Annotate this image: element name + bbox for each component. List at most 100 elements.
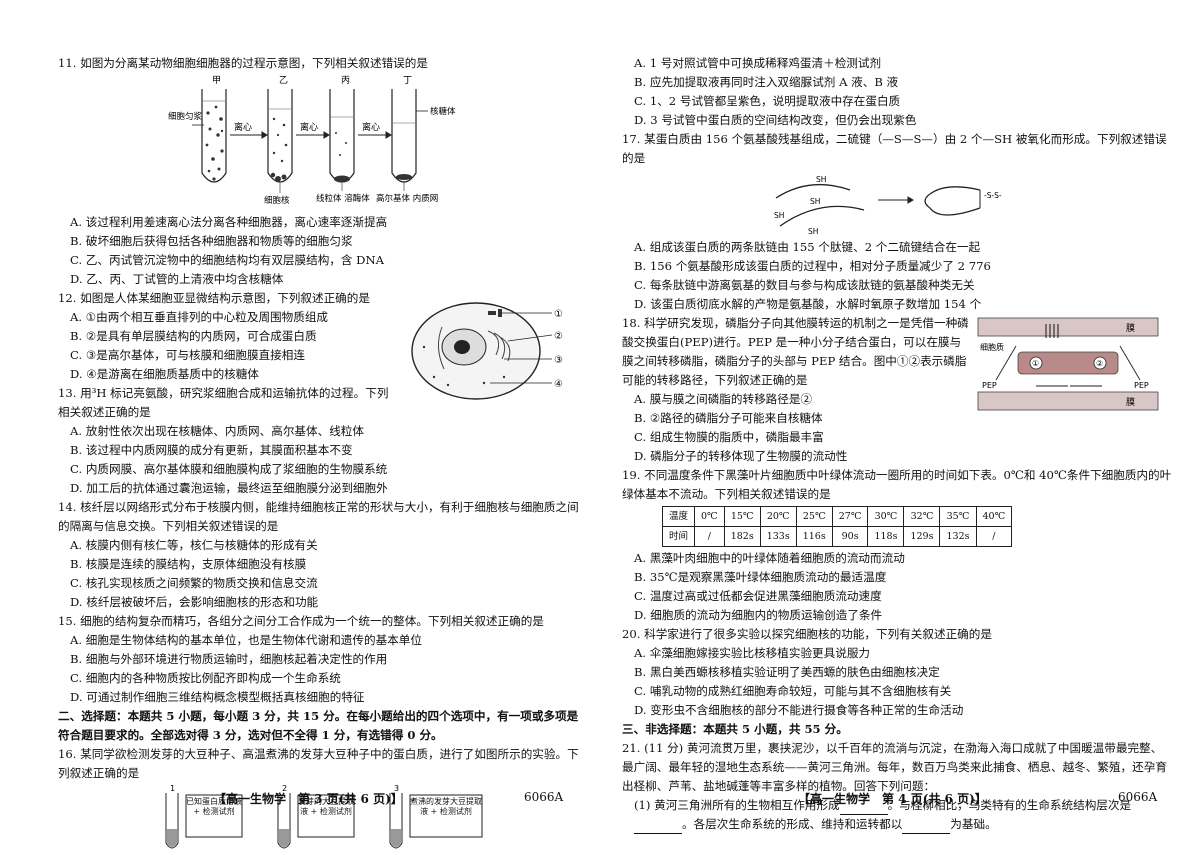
q19-temperature-table: 温度 0℃ 15℃ 20℃ 25℃ 27℃ 30℃ 32℃ 35℃ 40℃ 时间… <box>661 506 1013 547</box>
table-cell: 132s <box>939 526 977 547</box>
q16-tube-1-label: 已知蛋白质溶液 + 检测试剂 <box>186 797 242 816</box>
q16-tube-1-num: 1 <box>170 784 175 793</box>
q12-stem: 12. 如图是人体某细胞亚显微结构示意图，下列叙述正确的是 <box>58 291 370 305</box>
table-cell: / <box>975 526 1013 547</box>
q14-stem: 14. 核纤层以网络形式分布于核膜内侧，能维持细胞核正常的形状与大小，有利于细胞… <box>58 500 579 533</box>
q21-sub1-part-d: 为基础。 <box>950 817 997 831</box>
q12-option-c: C. ③是高尔基体，可与核膜和细胞膜直接相连 <box>70 348 305 362</box>
q16-tube-3-num: 3 <box>394 784 399 793</box>
q12-block: 12. 如图是人体某细胞亚显微结构示意图，下列叙述正确的是 A. ①由两个相互垂… <box>58 289 580 400</box>
table-cell: 30℃ <box>867 506 905 527</box>
q11-centrifuge-diagram: 甲 乙 丙 丁 <box>168 75 456 206</box>
q20-option-a: A. 伞藻细胞嫁接实验比核移植实验更具说服力 <box>634 646 871 660</box>
q18-path-1-marker: ① <box>1032 359 1039 368</box>
left-column: 11. 如图为分离某动物细胞细胞器的过程示意图，下列相关叙述错误的是 甲 乙 丙… <box>58 54 580 855</box>
right-footer-title: 【高一生物学 第 4 页(共 6 页)】 <box>798 792 987 806</box>
q18-pep-label-left: PEP <box>982 381 997 390</box>
q21-sub1: (1) 黄河三角洲所有的生物相互作用形成 。与柽柳相比，鸟类特有的生命系统结构层次… <box>634 796 1172 834</box>
q11-arrow-label-1: 离心 <box>234 121 252 133</box>
q12-label-2: ② <box>554 331 563 342</box>
q17-ss-label: -S-S- <box>984 191 1002 200</box>
q18-block: 18. 科学研究发现，磷脂分子向其他膜转运的机制之一是凭借一种磷酸交换蛋白(PE… <box>622 314 1172 466</box>
q11-arrow-label-3: 离心 <box>362 121 380 133</box>
q17-sh-label-2: SH <box>810 197 820 206</box>
left-footer: 【高一生物学 第 3 页(共 6 页)】 6066A <box>214 790 563 807</box>
q18-cytoplasm-label: 细胞质 <box>980 342 1004 352</box>
table-cell: 182s <box>723 526 761 547</box>
q17-option-d: D. 该蛋白质彻底水解的产物是氨基酸，水解时氧原子数增加 154 个 <box>634 297 982 311</box>
q19-option-a: A. 黑藻叶肉细胞中的叶绿体随着细胞质的流动而流动 <box>634 551 905 565</box>
q17-stem: 17. 某蛋白质由 156 个氨基酸残基组成，二硫键（—S—S—）由 2 个—S… <box>622 132 1167 165</box>
table-cell: 40℃ <box>975 506 1013 527</box>
q21-blank-3[interactable] <box>902 819 951 834</box>
q11-tube-label-b: 乙 <box>279 75 288 86</box>
q19-option-d: D. 细胞质的流动为细胞内的物质运输创造了条件 <box>634 608 883 622</box>
q21-sub1-part-b: 。与柽柳相比，鸟类特有的生命系统结构层次是 <box>887 798 1132 812</box>
q16-stem: 16. 某同学欲检测发芽的大豆种子、高温煮沸的发芽大豆种子中的蛋白质，进行了如图… <box>58 747 579 780</box>
q12-cell-diagram: ① ② ③ ④ <box>411 302 563 400</box>
table-cell: 116s <box>795 526 833 547</box>
table-cell: 90s <box>831 526 869 547</box>
table-cell: 25℃ <box>795 506 833 527</box>
q17-peptide-diagram: SH SH SH SH -S-S- <box>774 175 1002 236</box>
q15-option-b: B. 细胞与外部环境进行物质运输时，细胞核起着决定性的作用 <box>70 652 388 666</box>
q20-stem: 20. 科学家进行了很多实验以探究细胞核的功能，下列有关叙述正确的是 <box>622 627 992 641</box>
table-cell: 129s <box>903 526 941 547</box>
table-cell: 20℃ <box>759 506 797 527</box>
q18-membrane-label-bottom: 膜 <box>1126 397 1135 408</box>
q14-option-d: D. 核纤层被破坏后，会影响细胞核的形态和功能 <box>70 595 319 609</box>
q16-tube-3: 3 煮沸的发芽大豆提取液 + 检测试剂 <box>389 784 483 849</box>
q21-stem: 21. (11 分) 黄河流贯万里，裹挟泥沙，以千百年的流淌与沉淀，在渤海入海口… <box>622 741 1167 793</box>
q13-option-d: D. 加工后的抗体通过囊泡运输，最终运至细胞膜分泌到细胞外 <box>70 481 388 495</box>
q16-option-a: A. 1 号对照试管中可换成稀释鸡蛋清＋检测试剂 <box>634 56 882 70</box>
left-page: 11. 如图为分离某动物细胞细胞器的过程示意图，下列相关叙述错误的是 甲 乙 丙… <box>0 0 600 849</box>
q14-option-c: C. 核孔实现核质之间频繁的物质交换和信息交流 <box>70 576 318 590</box>
q15-option-a: A. 细胞是生物体结构的基本单位，也是生物体代谢和遗传的基本单位 <box>70 633 422 647</box>
q20-option-c: C. 哺乳动物的成熟红细胞寿命较短，可能与其不含细胞核有关 <box>634 684 952 698</box>
q21-blank-2[interactable] <box>634 819 682 834</box>
right-footer: 【高一生物学 第 4 页(共 6 页)】 6066A <box>798 790 1157 807</box>
q12-label-3: ③ <box>554 355 563 366</box>
q16-option-c: C. 1、2 号试管都呈紫色，说明提取液中存在蛋白质 <box>634 94 901 108</box>
q18-pep-label-right: PEP <box>1134 381 1149 390</box>
q11-figure: 甲 乙 丙 丁 <box>58 73 580 213</box>
q11-option-d: D. 乙、丙、丁试管的上清液中均含核糖体 <box>70 272 284 286</box>
q16-tube-2-label: 发芽的大豆提取液 + 检测试剂 <box>298 797 354 816</box>
q14-option-b: B. 核膜是连续的膜结构，支原体细胞没有核膜 <box>70 557 307 571</box>
table-cell: 133s <box>759 526 797 547</box>
q20-option-d: D. 变形虫不含细胞核的部分不能进行摄食等各种正常的生命活动 <box>634 703 964 717</box>
q16-test-tubes: 1 已知蛋白质溶液 + 检测试剂 2 发芽的大豆提取液 + 检测试剂 3 <box>165 784 483 849</box>
q13-option-b: B. 该过程中内质网膜的成分有更新，其膜面积基本不变 <box>70 443 353 457</box>
table-cell: 32℃ <box>903 506 941 527</box>
right-footer-code: 6066A <box>1118 790 1158 804</box>
q17-sh-label-1: SH <box>816 175 826 184</box>
table-cell: 温度 <box>661 506 696 527</box>
q17-option-b: B. 156 个氨基酸形成该蛋白质的过程中，相对分子质量减少了 2 776 <box>634 259 991 273</box>
q18-pep-diagram: 膜 膜 细胞质 ① ② PEP PEP <box>977 317 1159 411</box>
table-row: 时间 / 182s 133s 116s 90s 118s 129s 132s / <box>661 526 1013 547</box>
q11-option-a: A. 该过程利用差速离心法分离各种细胞器，离心速率逐渐提高 <box>70 215 388 229</box>
q21-sub1-part-a: (1) 黄河三角洲所有的生物相互作用形成 <box>634 798 840 812</box>
q15-option-c: C. 细胞内的各种物质按比例配齐即构成一个生命系统 <box>70 671 341 685</box>
q18-option-c: C. 组成生物膜的脂质中，磷脂最丰富 <box>634 430 824 444</box>
q18-option-a: A. 膜与膜之间磷脂的转移路径是② <box>634 392 813 406</box>
q15-stem: 15. 细胞的结构复杂而精巧，各组分之间分工合作成为一个统一的整体。下列相关叙述… <box>58 614 544 628</box>
section-2-heading: 二、选择题：本题共 5 小题，每小题 3 分，共 15 分。在每小题给出的四个选… <box>58 709 579 742</box>
q15-option-d: D. 可通过制作细胞三维结构概念模型概括真核细胞的特征 <box>70 690 365 704</box>
q11-under-label-2: 线粒体 溶酶体 <box>316 193 370 204</box>
q13-stem-wrap: 13. 用³H 标记亮氨酸，研究浆细胞合成和运输抗体的过程。下列相关叙述正确的是 <box>58 384 398 422</box>
q16-tube-1: 1 已知蛋白质溶液 + 检测试剂 <box>165 784 243 849</box>
q19-option-b: B. 35℃是观察黑藻叶绿体细胞质流动的最适温度 <box>634 570 887 584</box>
section-3-heading: 三、非选择题：本题共 5 小题，共 55 分。 <box>622 722 848 736</box>
q19-option-c: C. 温度过高或过低都会促进黑藻细胞质流动速度 <box>634 589 882 603</box>
q19-stem: 19. 不同温度条件下黑藻叶片细胞质中叶绿体流动一圈所用的时间如下表。0℃和 4… <box>622 468 1172 501</box>
table-cell: 时间 <box>661 526 696 547</box>
q11-under-label-3: 高尔基体 内质网 <box>376 193 438 204</box>
q11-tube-label-a: 甲 <box>212 75 221 86</box>
q12-option-a: A. ①由两个相互垂直排列的中心粒及周围物质组成 <box>70 310 329 324</box>
q13-option-a: A. 放射性依次出现在核糖体、内质网、高尔基体、线粒体 <box>70 424 364 438</box>
q11-tube-label-d: 丁 <box>403 76 412 86</box>
table-cell: 0℃ <box>694 506 725 527</box>
right-page: A. 1 号对照试管中可换成稀释鸡蛋清＋检测试剂 B. 应先加提取液再同时注入双… <box>600 0 1200 849</box>
q16-tube-2: 2 发芽的大豆提取液 + 检测试剂 <box>277 784 355 849</box>
